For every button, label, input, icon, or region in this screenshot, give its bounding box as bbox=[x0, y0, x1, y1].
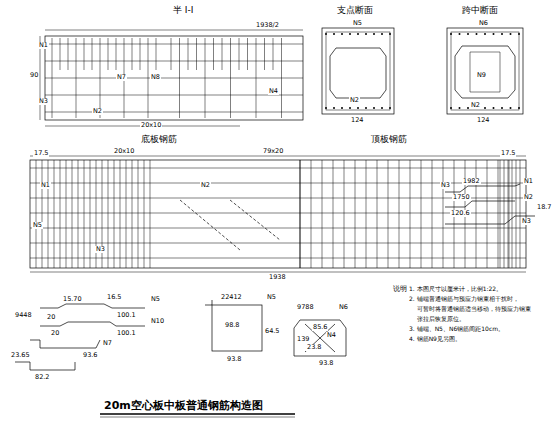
drawing-label: 64.5 bbox=[264, 328, 280, 335]
drawing-label: N7 bbox=[116, 74, 127, 81]
section-outline bbox=[447, 28, 523, 114]
rebar-dots bbox=[325, 33, 520, 109]
drawing-label: 跨中断面 bbox=[461, 6, 499, 16]
stirrup-lines bbox=[45, 38, 303, 118]
drawing-label: N6 bbox=[478, 20, 489, 27]
drawing-label: 18.7 bbox=[536, 204, 552, 211]
dimension-line bbox=[30, 272, 526, 273]
stirrup bbox=[451, 32, 519, 110]
drawing-label: N5 bbox=[352, 20, 363, 27]
drawing-label: N5 bbox=[266, 294, 277, 301]
dimension-line bbox=[45, 30, 303, 31]
drawing-label: N6 bbox=[338, 304, 349, 311]
drawing-label: 100.1 bbox=[116, 330, 137, 337]
dimension-line bbox=[30, 156, 526, 157]
drawing-label: N3 bbox=[440, 182, 451, 189]
drawing-label: 9448 bbox=[14, 312, 33, 319]
drawing-label: N2 bbox=[200, 182, 211, 189]
title-underline bbox=[100, 413, 295, 415]
drawing-label: 半 I-I bbox=[172, 6, 194, 16]
void-stirrup bbox=[470, 52, 500, 92]
drawing-label: N5 bbox=[150, 296, 161, 303]
section-outline bbox=[322, 28, 394, 114]
drawing-label: 顶板钢筋 bbox=[370, 135, 408, 145]
drawing-label: N8 bbox=[150, 74, 161, 81]
drawing-label: 82.2 bbox=[34, 374, 50, 381]
drawing-label: N3 bbox=[521, 218, 532, 225]
centre-divider bbox=[300, 160, 301, 268]
stirrup-shape bbox=[294, 320, 346, 356]
drawing-label: N3 bbox=[95, 246, 106, 253]
drawing-label: N1 bbox=[38, 42, 49, 49]
drawing-label: 2. 铺端普通钢筋与预应力钢束相干扰时， bbox=[408, 296, 520, 303]
drawing-label: 可暂时将普通钢筋适当移动，待预应力钢束 bbox=[416, 306, 532, 313]
drawing-label: N1 bbox=[523, 178, 534, 185]
title-underline bbox=[100, 417, 295, 418]
drawing-label: N2 bbox=[349, 97, 360, 104]
drawing-label: 93.8 bbox=[318, 360, 334, 367]
drawing-label: 1. 本图尺寸以厘米计，比例1:22。 bbox=[408, 286, 503, 293]
drawing-label: 张拉后恢复原位。 bbox=[416, 316, 466, 323]
drawing-label: 1938/2 bbox=[255, 22, 280, 29]
drawing-label: 98.8 bbox=[224, 322, 240, 329]
plan-rebar bbox=[30, 160, 526, 268]
drawing-label: 1982 bbox=[462, 178, 481, 185]
drawing-label: N7 bbox=[102, 340, 113, 347]
drawing-label: 124 bbox=[350, 117, 364, 124]
drawing-label: 23.8 bbox=[306, 344, 322, 351]
drawing-label: 支点断面 bbox=[336, 6, 374, 16]
bar-shape bbox=[445, 184, 520, 192]
drawing-label: N5 bbox=[32, 222, 43, 229]
elevation-outline bbox=[45, 36, 303, 120]
drawing-label: 底板钢筋 bbox=[140, 135, 178, 145]
drawing-label: 23.65 bbox=[10, 352, 31, 359]
drawing-label: 93.6 bbox=[82, 352, 98, 359]
hook bbox=[205, 300, 212, 305]
drawing-label: N4 bbox=[268, 88, 279, 95]
drawing-label: N9 bbox=[476, 72, 487, 79]
drawing-label: 1750 bbox=[452, 194, 471, 201]
bar-shape bbox=[40, 304, 145, 308]
drawing-label: N2 bbox=[523, 194, 534, 201]
drawing-label: 20 bbox=[50, 330, 60, 337]
bar-shape bbox=[40, 322, 145, 326]
stirrup bbox=[326, 32, 390, 110]
drawing-title: 20m空心板中板普通钢筋构造图 bbox=[104, 398, 263, 413]
drawing-label: N10 bbox=[150, 318, 165, 325]
drawing-label: 4. 钢筋N9见另图。 bbox=[408, 336, 462, 343]
drawing-label: N1 bbox=[40, 182, 51, 189]
drawing-label: 3. 铺端、N5、N6钢筋间距10cm。 bbox=[408, 326, 505, 333]
plan-outline bbox=[30, 160, 526, 268]
drawing-label: 100.1 bbox=[116, 312, 137, 319]
drawing-label: N2 bbox=[470, 102, 481, 109]
drawing-label: 22412 bbox=[220, 294, 243, 301]
bar-shape bbox=[30, 340, 100, 348]
drawing-label: 16.5 bbox=[106, 294, 122, 301]
drawing-label: 139 bbox=[296, 336, 310, 343]
drawing-label: 79x20 bbox=[262, 148, 284, 155]
drawing-label: 17.5 bbox=[500, 150, 516, 157]
drawing-label: 20x10 bbox=[140, 122, 162, 129]
drawing-label: 85.6 bbox=[312, 324, 328, 331]
drawing-label: 124 bbox=[476, 117, 490, 124]
drawing-label: N3 bbox=[38, 98, 49, 105]
void-outline bbox=[330, 48, 386, 98]
drawing-label: N4 bbox=[326, 332, 337, 339]
bar-shape bbox=[15, 362, 75, 370]
drawing-label: N2 bbox=[92, 108, 103, 115]
drawing-label: 90 bbox=[29, 72, 39, 79]
drawing-label: 93.8 bbox=[226, 356, 242, 363]
drawing-label: 9788 bbox=[296, 304, 315, 311]
drawing-label: 20 bbox=[46, 314, 56, 321]
drawing-label: 15.70 bbox=[62, 296, 83, 303]
stirrup-shape bbox=[212, 305, 262, 351]
drawing-label: 17.5 bbox=[33, 150, 49, 157]
bar-shape bbox=[445, 201, 515, 207]
drawing-label: 20x10 bbox=[113, 148, 135, 155]
drawing-label: 120.6 bbox=[450, 210, 471, 217]
drawing-label: 1938 bbox=[268, 274, 287, 281]
void-outline bbox=[455, 46, 515, 98]
